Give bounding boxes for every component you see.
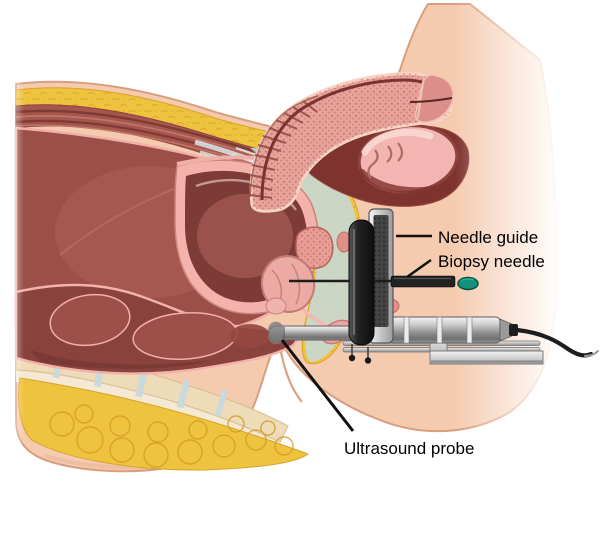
biopsy-needle-leader-line <box>406 258 432 279</box>
ultrasound-probe-leader-line <box>280 339 355 432</box>
label-ultrasound-probe: Ultrasound probe <box>344 439 474 458</box>
pelvis-cross-section <box>14 3 558 473</box>
rectum <box>14 283 298 375</box>
prostate <box>260 255 316 315</box>
perineal-fat <box>18 377 310 471</box>
label-needle-guide: Needle guide <box>438 228 538 247</box>
right-edge-fade <box>455 0 600 551</box>
biopsy-needle <box>289 275 479 291</box>
penis <box>249 71 455 213</box>
annotations: Needle guide Biopsy needle Ultrasound pr… <box>280 228 545 458</box>
connective-tissue <box>250 147 361 362</box>
glans <box>409 74 454 123</box>
ultrasound-probe-body <box>387 316 518 344</box>
label-biopsy-needle: Biopsy needle <box>438 252 545 271</box>
left-edge-fade <box>0 0 24 551</box>
testicle <box>357 124 459 194</box>
needle-guide-bar <box>348 219 375 346</box>
needle-guide-template <box>368 208 394 344</box>
seminal-vesicle <box>295 226 334 269</box>
epididymis-ducts <box>367 142 404 179</box>
fixation-screws <box>348 344 372 364</box>
biopsy-device <box>268 208 599 365</box>
needle-handle-green <box>457 276 479 291</box>
probe-cable <box>514 327 599 358</box>
